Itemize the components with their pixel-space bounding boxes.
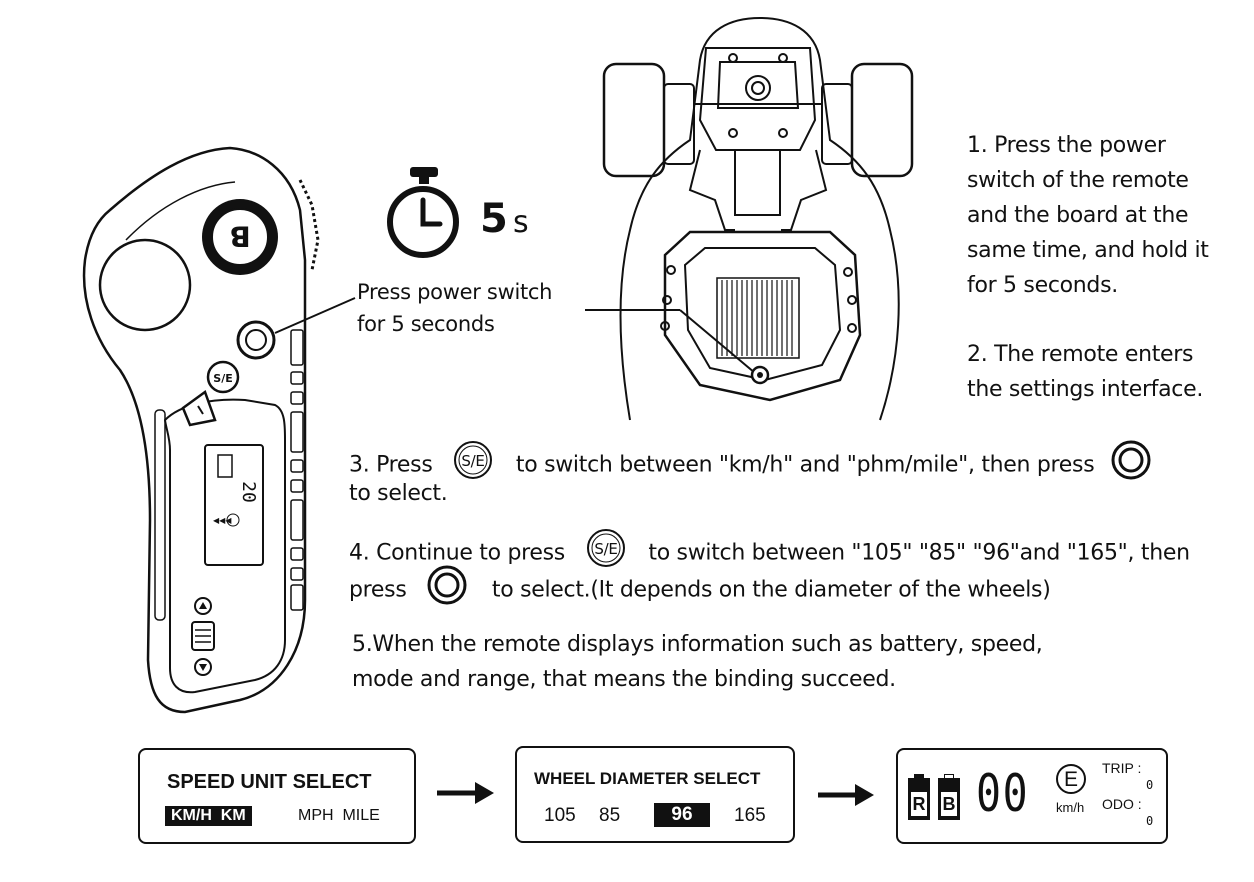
board-power-button xyxy=(750,365,770,385)
wheel-diameter-title: WHEEL DIAMETER SELECT xyxy=(534,769,761,788)
speed-unit-label: km/h xyxy=(1056,800,1085,815)
step3-line1: 3. Press S/E to switch between "km/h" an… xyxy=(349,440,1151,491)
svg-text:20: 20 xyxy=(238,481,259,503)
odo-label: ODO : xyxy=(1102,796,1142,812)
speed-unit-title: SPEED UNIT SELECT xyxy=(167,771,372,793)
odo-label-text: ODO xyxy=(1102,796,1134,812)
remote-battery-icon: R xyxy=(908,774,930,820)
power-switch-callout: Press power switch for 5 seconds xyxy=(357,276,552,340)
remote-joystick xyxy=(98,238,192,332)
flow-arrow-1 xyxy=(437,782,494,804)
status-display-panel: R B 00 E km/h TRIP : 0 ODO : 0 xyxy=(896,748,1168,844)
remote-trigger-button xyxy=(181,390,217,427)
step4-text-d: to select.(It depends on the diameter of… xyxy=(491,577,1051,603)
step4-text-c: press xyxy=(349,577,407,603)
mode-indicator: E xyxy=(1056,764,1086,794)
step1-line: for 5 seconds. xyxy=(967,273,1118,298)
side-instructions: 1. Press the power switch of the remote … xyxy=(967,128,1209,407)
board-battery-icon: B xyxy=(938,774,960,820)
step1-line: and the board at the xyxy=(967,203,1189,228)
battery-label-hatch xyxy=(721,280,793,356)
callout-line-2: for 5 seconds xyxy=(357,312,495,336)
battery-letter-r: R xyxy=(911,792,927,816)
step2-line: the settings interface. xyxy=(967,377,1204,402)
step5-line1: 5.When the remote displays information s… xyxy=(352,632,1043,657)
trip-value: 0 xyxy=(1146,778,1154,792)
speed-digits: 00 xyxy=(976,764,1030,824)
power-button-icon xyxy=(427,565,467,616)
speed-unit-panel: SPEED UNIT SELECT KM/H KM MPH MILE xyxy=(138,748,416,844)
step4-line1: 4. Continue to press S/E to switch betwe… xyxy=(349,528,1190,579)
se-icon-label: S/E xyxy=(462,452,485,470)
svg-text:◀◀◀: ◀◀◀ xyxy=(213,516,232,525)
remote-control xyxy=(82,146,307,714)
skateboard xyxy=(602,16,914,421)
mode-letter: E xyxy=(1063,768,1078,791)
callout-line-1: Press power switch xyxy=(357,280,553,304)
wheel-option: 85 xyxy=(599,805,621,826)
step3-text-b: to switch between "km/h" and "phm/mile",… xyxy=(515,452,1095,478)
callout-leader-remote xyxy=(274,297,356,334)
speed-unit-option-mph: MPH MILE xyxy=(298,807,380,824)
timer-unit: s xyxy=(512,205,529,240)
remote-arrow-buttons xyxy=(191,597,215,676)
odo-value: 0 xyxy=(1146,814,1154,828)
wheel-diameter-panel: WHEEL DIAMETER SELECT 105 85 96 165 xyxy=(515,746,795,843)
step4-text-b: to switch between "105" "85" "96"and "16… xyxy=(648,540,1190,566)
timer-value: 5 xyxy=(480,196,508,242)
step1-line: same time, and hold it xyxy=(967,238,1209,263)
svg-text:S/E: S/E xyxy=(213,372,232,385)
battery-letter-b: B xyxy=(941,792,957,816)
timer-label: 5 s xyxy=(480,196,529,242)
step1-line: 1. Press the power xyxy=(967,133,1166,158)
speed-unit-option-km: KM/H KM xyxy=(165,806,252,826)
step3-line2: to select. xyxy=(349,481,448,506)
thumbwheel-icon: ꓭ xyxy=(202,179,320,275)
step5-line2: mode and range, that means the binding s… xyxy=(352,667,896,692)
remote-se-button: S/E xyxy=(206,360,240,394)
trip-label: TRIP : xyxy=(1102,760,1142,776)
power-button-icon xyxy=(1111,440,1151,491)
flow-arrow-2 xyxy=(818,784,874,806)
step1-line: switch of the remote xyxy=(967,168,1189,193)
se-icon-label: S/E xyxy=(594,540,617,558)
se-button-icon: S/E xyxy=(453,440,493,491)
wheel-option: 105 xyxy=(544,805,576,826)
remote-power-button xyxy=(236,320,276,360)
step2-line: 2. The remote enters xyxy=(967,342,1194,367)
wheel-option-selected: 96 xyxy=(654,803,710,827)
se-button-icon: S/E xyxy=(586,528,626,579)
step3-text-a: 3. Press xyxy=(349,452,433,478)
trip-label-text: TRIP xyxy=(1102,760,1134,776)
svg-text:ꓭ: ꓭ xyxy=(229,221,250,254)
stopwatch-icon xyxy=(387,167,459,258)
wheel-option: 165 xyxy=(734,805,766,826)
step4-text-a: 4. Continue to press xyxy=(349,540,565,566)
remote-screen: 20 ◀◀◀ xyxy=(204,444,264,566)
step4-line2: press to select.(It depends on the diame… xyxy=(349,565,1051,616)
